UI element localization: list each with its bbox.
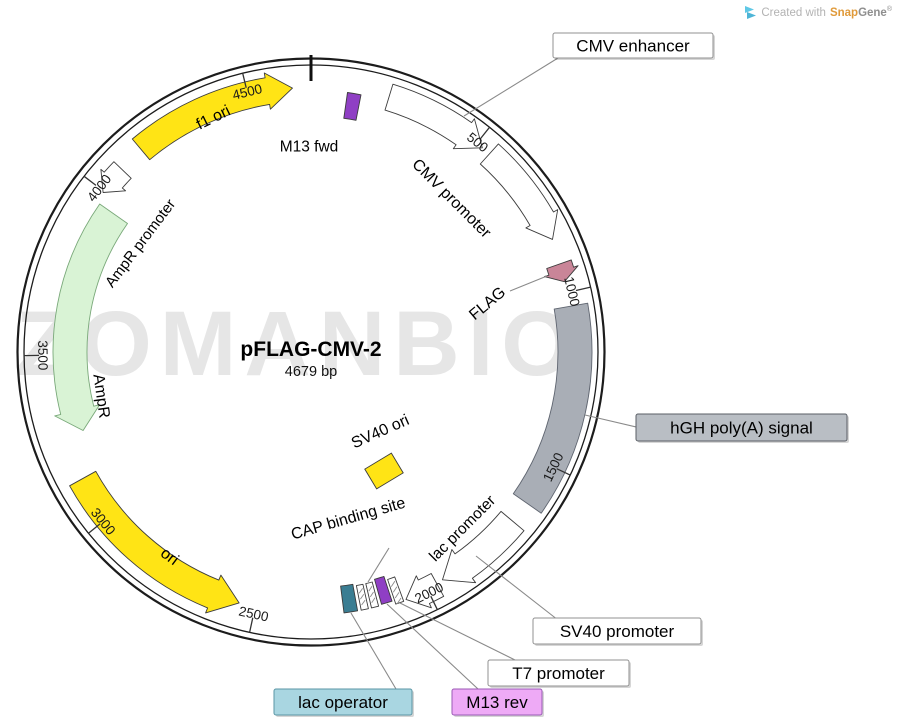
feature-lac_operator_mark (340, 583, 359, 614)
callout-box-sv40_promoter (532, 617, 702, 645)
feature-hgh_polya (512, 302, 593, 514)
callout-box-t7_promoter (487, 659, 630, 687)
feature-cap_mark_1-hatch (369, 591, 374, 598)
callout-leader-3 (475, 555, 559, 621)
feature-t7_promoter_mark (387, 576, 405, 605)
feature-sv40-ori-box (364, 452, 404, 490)
tick-2500 (248, 617, 254, 633)
feature-flag (543, 259, 579, 283)
callout-label-cmv_enhancer: CMV enhancer (576, 36, 690, 55)
tick-500 (479, 126, 491, 140)
feature-f1_ori (131, 72, 293, 161)
callout-box-hgh_polya (635, 413, 848, 442)
attribution-brand: SnapGene® (830, 6, 892, 19)
map-label-sv40_ori: SV40 ori (349, 412, 412, 452)
tick-label-2500: 2500 (237, 603, 270, 624)
callout-label-hgh_polya: hGH poly(A) signal (670, 418, 813, 437)
tick-1000 (575, 286, 591, 292)
map-label-cap_binding_site: CAP binding site (289, 495, 407, 544)
map-label-cmv_promoter: CMV promoter (408, 156, 494, 242)
callout-box-m13_rev (451, 688, 543, 716)
feature-m13_fwd_mark (343, 92, 362, 121)
watermark-text: ZOMANBIO (16, 293, 581, 395)
plasmid-name: pFLAG-CMV-2 (240, 338, 381, 361)
feature-cap_mark_1-hatch (371, 597, 376, 604)
snapgene-logo-icon (745, 6, 757, 19)
feature-ampr (52, 203, 128, 431)
tick-1500 (556, 468, 571, 476)
feature-ori (69, 470, 240, 614)
callout-label-m13_rev: M13 rev (466, 693, 528, 712)
attribution-brand-snap: Snap (829, 6, 859, 19)
feature-t7_promoter_mark-hatch (390, 580, 396, 587)
map-label-m13_fwd: M13 fwd (280, 138, 339, 155)
feature-sv40_promoter (442, 510, 525, 584)
attribution-registered-mark: ® (886, 6, 892, 14)
tick-label-1000: 1000 (561, 275, 582, 308)
callout-leader-1 (509, 275, 548, 292)
callout-leader-4 (399, 602, 518, 662)
feature-cap_mark_2-hatch (358, 588, 363, 594)
callout-box-cmv_enhancer (552, 32, 714, 59)
callout-leader-2 (584, 414, 637, 428)
plasmid-size: 4679 bp (285, 364, 337, 380)
callout-leader-6 (367, 547, 390, 583)
map-label-flag: FLAG (466, 284, 509, 324)
tick-3000 (88, 523, 101, 534)
feature-m13_rev_mark (374, 575, 393, 605)
feature-cap_mark_2-hatch (361, 599, 366, 606)
tick-label-3500: 3500 (35, 340, 50, 370)
feature-cap_mark_2 (355, 583, 369, 611)
feature-cap_mark_1 (365, 581, 380, 609)
attribution-brand-gene: Gene (858, 6, 887, 19)
callout-label-t7_promoter: T7 promoter (512, 664, 605, 683)
feature-t7_promoter_mark-hatch (396, 597, 402, 604)
tick-4000 (83, 175, 97, 186)
callout-label-sv40_promoter: SV40 promoter (560, 622, 675, 641)
tick-4500 (242, 73, 247, 88)
tick-2000 (430, 595, 438, 610)
callout-leader-0 (463, 57, 559, 117)
feature-cmv_enhancer (384, 83, 483, 150)
callout-leader-5 (386, 603, 479, 690)
map-label-ampr: AmpR (89, 373, 112, 419)
callout-box-lac_operator (273, 688, 413, 716)
callout-leader-7 (350, 612, 397, 690)
feature-cap_mark_2-hatch (360, 594, 365, 600)
feature-lac_promoter (405, 573, 445, 609)
feature-t7_promoter_mark-hatch (392, 586, 398, 593)
tick-label-4500: 4500 (231, 81, 264, 103)
attribution-created-with: Created with (761, 6, 826, 19)
attribution: Created with SnapGene® (744, 6, 892, 19)
feature-t7_promoter_mark-hatch (394, 592, 400, 599)
feature-cap_mark_1-hatch (368, 585, 373, 592)
feature-ampr_promoter (100, 161, 132, 193)
feature-cmv_promoter (479, 143, 559, 240)
callout-label-lac_operator: lac operator (298, 693, 388, 712)
